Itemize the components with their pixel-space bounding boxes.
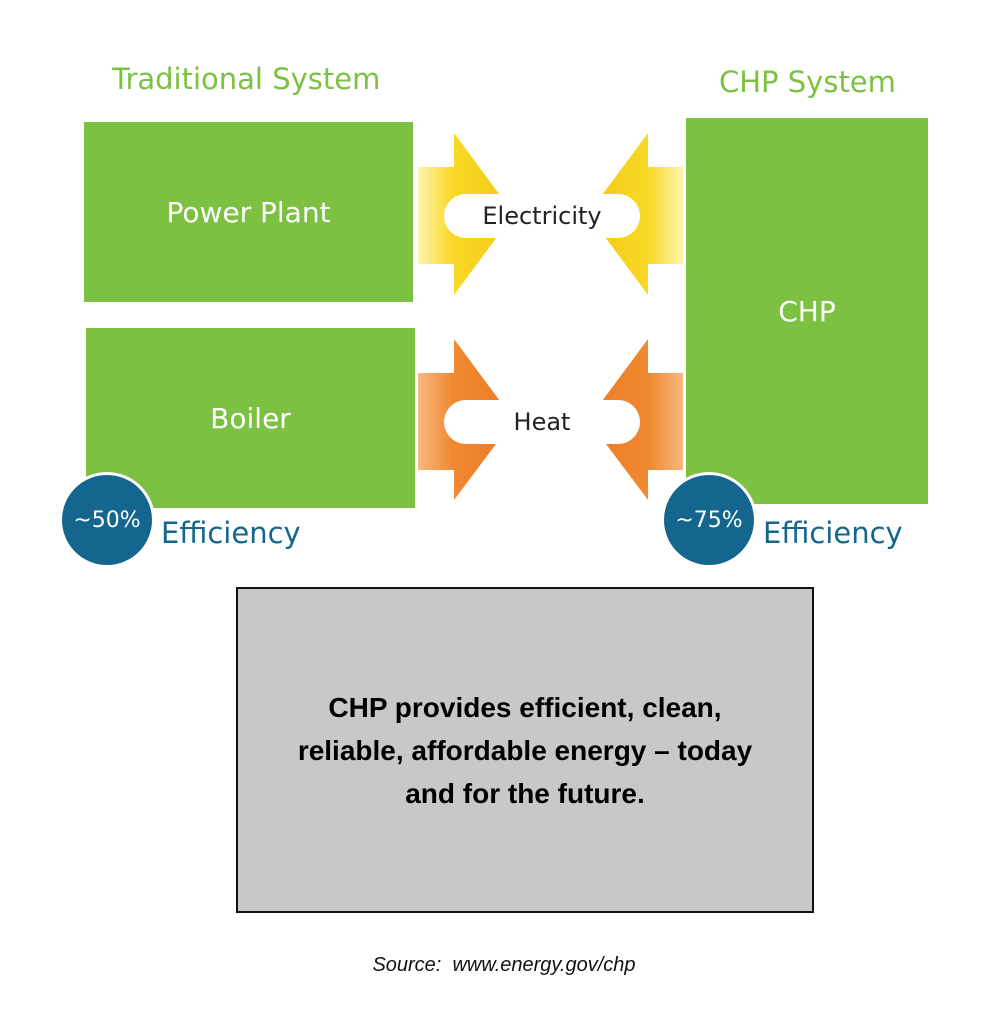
message-box: CHP provides efficient, clean, reliable,… [236,587,814,913]
heat-label: Heat [444,400,640,444]
source-caption: Source: www.energy.gov/chp [372,954,636,976]
power-plant-box: Power Plant [84,122,413,302]
chp-box: CHP [686,118,928,504]
traditional-efficiency-badge: ~50% [59,472,155,568]
chp-label: CHP [778,294,836,328]
chp-system-heading: CHP System [719,65,896,99]
message-text: CHP provides efficient, clean, reliable,… [297,691,753,809]
chp-efficiency-value: ~75% [675,507,743,533]
chp-efficiency-badge: ~75% [661,472,757,568]
traditional-system-heading: Traditional System [112,62,381,96]
boiler-box: Boiler [86,328,415,508]
boiler-label: Boiler [210,401,291,435]
traditional-efficiency-value: ~50% [73,507,141,533]
power-plant-label: Power Plant [166,195,331,229]
chp-efficiency-label: Efficiency [763,516,903,550]
traditional-efficiency-label: Efficiency [161,516,301,550]
electricity-label: Electricity [444,194,640,238]
